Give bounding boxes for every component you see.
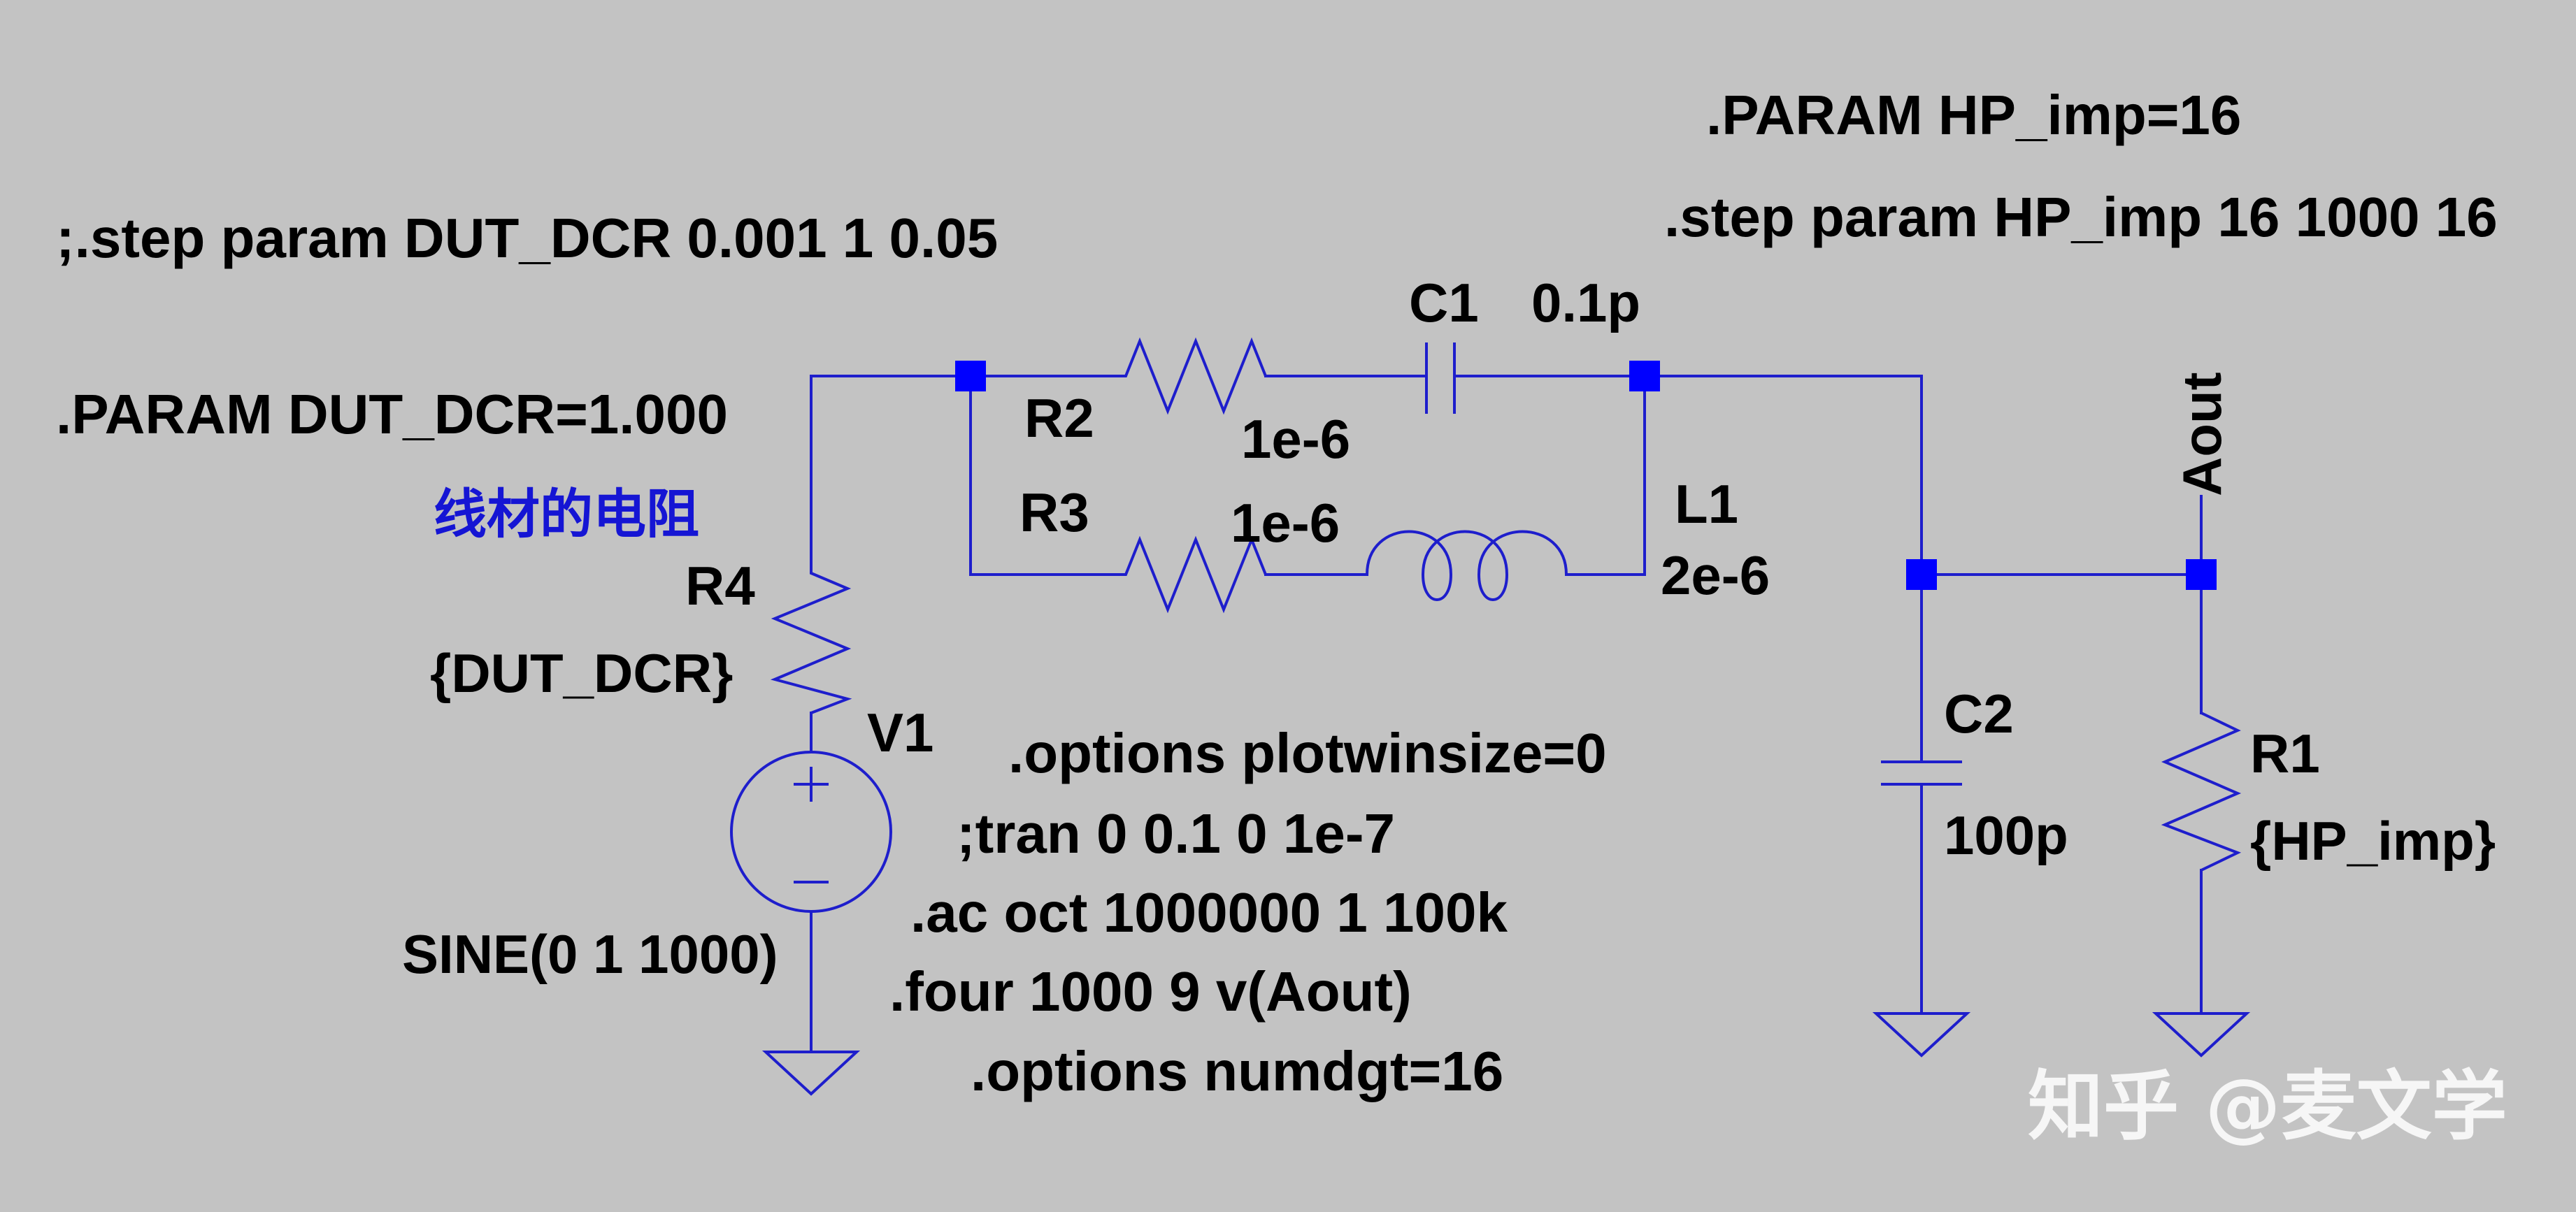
net-label-aout: Aout [2171,372,2233,496]
directive-tran: ;tran 0 0.1 0 1e-7 [957,802,1395,865]
directive-step-dut-dcr: ;.step param DUT_DCR 0.001 1 0.05 [56,207,998,269]
wire-to-output [1643,375,2203,576]
label-r3-name: R3 [1019,482,1089,543]
directive-four: .four 1000 9 v(Aout) [889,960,1412,1023]
wire-bottom-branch-a [969,375,1117,576]
label-c1-value: 0.1p [1531,272,1640,333]
wire-bottom-branch-c [1565,375,1646,576]
watermark: 知乎 @麦文学 [2028,1063,2507,1150]
capacitor-c2-symbol [1881,760,1962,786]
junction-right [1629,361,1660,391]
wire-r4-top [810,375,972,568]
resistor-r4-symbol [770,566,852,714]
directive-options-numdgt: .options numdgt=16 [971,1040,1503,1102]
junction-r1 [2186,559,2217,590]
label-l1-name: L1 [1675,473,1738,535]
resistor-r1-symbol [2161,712,2242,872]
label-r2-name: R2 [1024,387,1094,449]
directive-step-hp-imp: .step param HP_imp 16 1000 16 [1664,186,2498,248]
directive-ac: .ac oct 1000000 1 100k [910,881,1508,944]
directive-param-dut-dcr: .PARAM DUT_DCR=1.000 [56,383,728,445]
inductor-l1-symbol [1366,530,1568,601]
label-r4-value: {DUT_DCR} [430,642,733,704]
label-r4-name: R4 [685,555,755,616]
label-r3-value: 1e-6 [1231,492,1340,554]
resistor-r2-symbol [1115,337,1267,415]
capacitor-c1-symbol [1425,342,1465,414]
label-c1-name: C1 [1409,272,1479,333]
ground-v1-icon [761,1051,861,1096]
label-l1-value: 2e-6 [1661,544,1770,606]
label-r1-name: R1 [2250,723,2320,784]
ground-r1-icon [2152,1012,2251,1058]
junction-left [955,361,986,391]
junction-c2 [1906,559,1937,590]
label-c2-value: 100p [1944,805,2068,866]
wires [810,375,2203,1053]
label-v1-name: V1 [867,702,933,763]
annotation-wire-resistance: 线材的电阻 [434,483,699,545]
resistor-r3-symbol [1115,535,1267,614]
label-c2-name: C2 [1944,683,2014,744]
ground-c2-icon [1872,1012,1971,1058]
directive-options-plotwinsize: .options plotwinsize=0 [1008,722,1607,784]
label-r1-value: {HP_imp} [2250,810,2496,872]
directive-param-hp-imp: .PARAM HP_imp=16 [1706,84,2241,146]
label-v1-value: SINE(0 1 1000) [402,923,778,985]
label-r2-value: 1e-6 [1241,408,1350,470]
voltage-source-v1-symbol [730,751,892,913]
